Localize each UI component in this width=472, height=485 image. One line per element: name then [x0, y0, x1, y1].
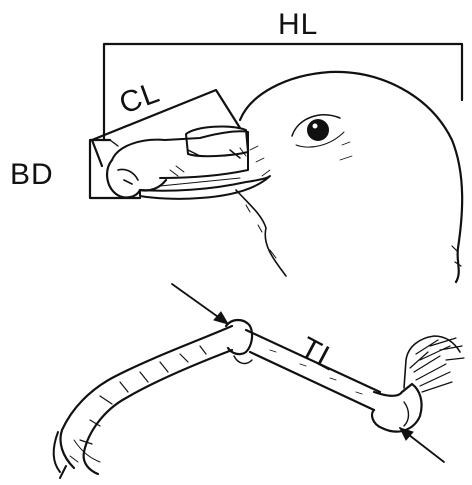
bill-depth-label: BD: [10, 158, 54, 191]
head-length-label: HL: [278, 8, 318, 41]
bill-illustration: [107, 127, 270, 199]
bill-depth-bracket: [90, 140, 140, 198]
eye: [307, 119, 329, 141]
bird-leg-illustration: [54, 320, 464, 478]
tarsus-length-indicator: [172, 284, 444, 462]
